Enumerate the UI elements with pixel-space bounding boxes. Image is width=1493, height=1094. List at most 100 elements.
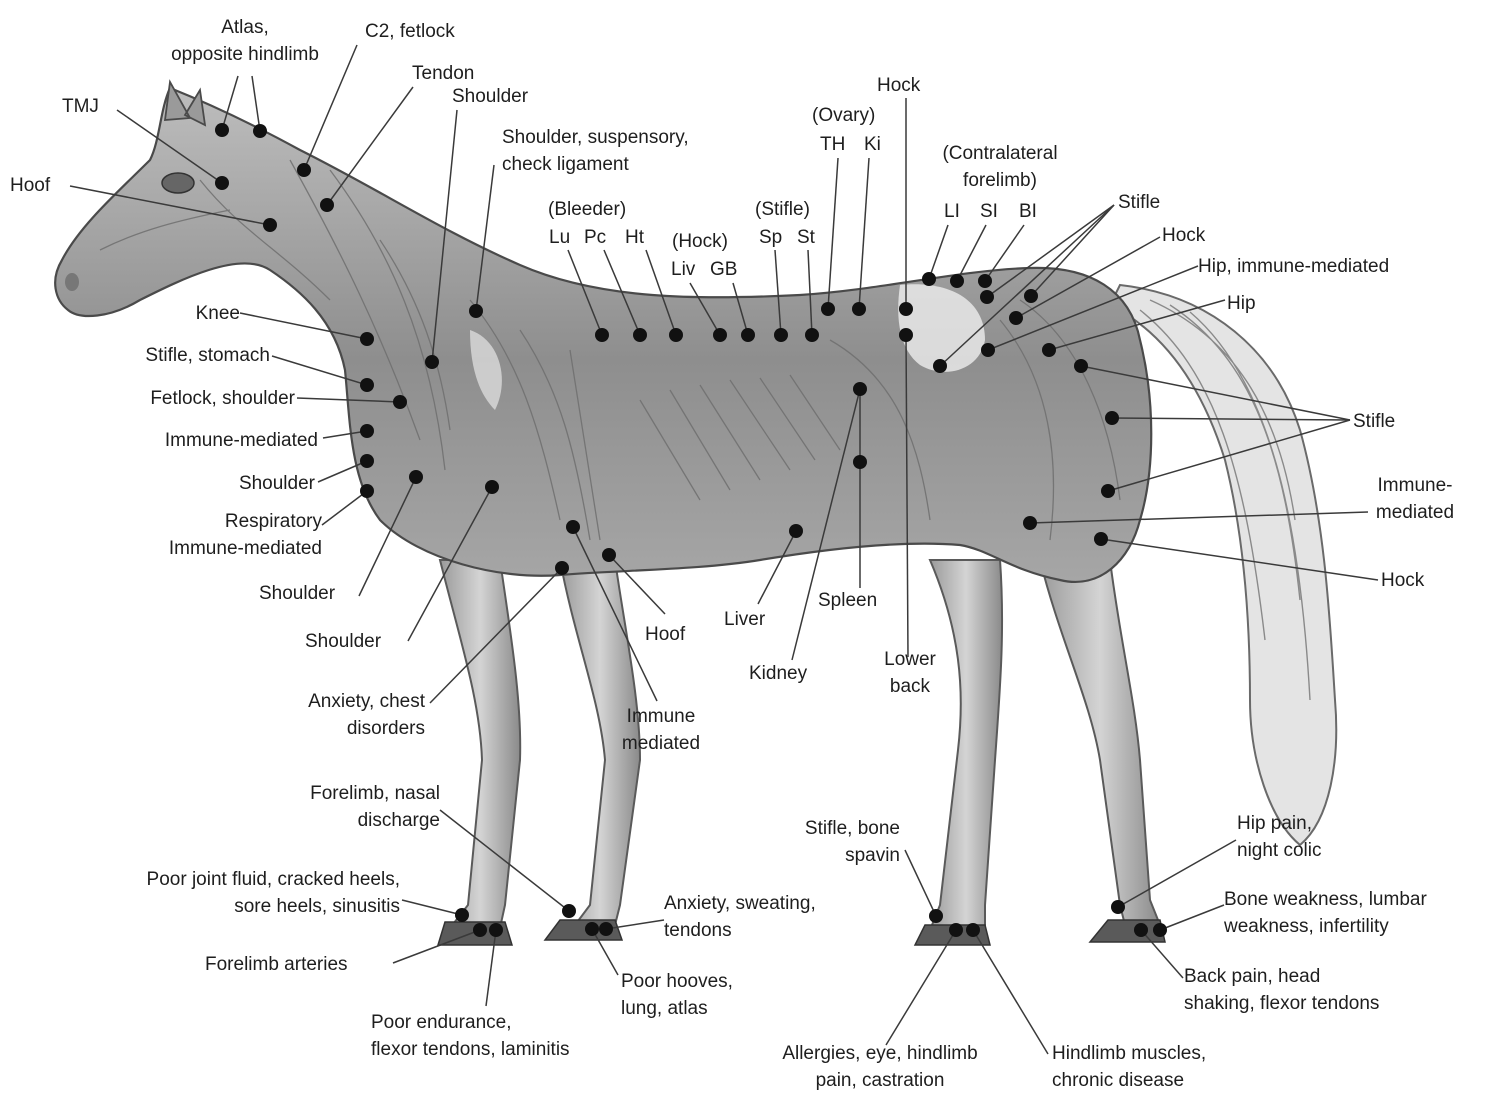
label-anxiety-sweating: Anxiety, sweating, tendons [664, 890, 816, 944]
label-c2-fetlock: C2, fetlock [365, 18, 455, 45]
acupuncture-point [602, 548, 616, 562]
label-shoulder-top: Shoulder [452, 83, 528, 110]
label-hindlimb-muscles: Hindlimb muscles, chronic disease [1052, 1040, 1206, 1094]
acupuncture-point [966, 923, 980, 937]
hind-leg-right [1040, 560, 1160, 925]
label-stifle-mid: Stifle [1353, 408, 1395, 435]
label-contralateral: (Contralateral forelimb) [915, 140, 1085, 194]
acupuncture-point [805, 328, 819, 342]
label-bi: BI [1019, 198, 1037, 225]
label-knee: Knee [100, 300, 240, 327]
label-forelimb-nasal: Forelimb, nasal discharge [240, 780, 440, 834]
label-immune-right: Immune- mediated [1360, 472, 1470, 526]
label-fetlock-shoulder: Fetlock, shoulder [60, 385, 295, 412]
acupuncture-point [713, 328, 727, 342]
label-poor-endurance: Poor endurance, flexor tendons, laminiti… [371, 1009, 570, 1063]
acupuncture-point [485, 480, 499, 494]
acupuncture-point [981, 343, 995, 357]
leader-line [1160, 905, 1224, 930]
acupuncture-point [821, 302, 835, 316]
label-th: TH [820, 131, 845, 158]
label-forelimb-arteries: Forelimb arteries [205, 951, 348, 978]
label-bone-weakness: Bone weakness, lumbar weakness, infertil… [1224, 886, 1427, 940]
label-hoof-mid: Hoof [645, 621, 685, 648]
acupuncture-point [774, 328, 788, 342]
acupuncture-point [320, 198, 334, 212]
leader-line [1101, 539, 1378, 580]
acupuncture-point [1074, 359, 1088, 373]
label-stifle-stomach: Stifle, stomach [60, 342, 270, 369]
label-immune-mid: Immune mediated [600, 703, 722, 757]
acupuncture-point [1094, 532, 1108, 546]
label-hip-immune: Hip, immune-mediated [1198, 253, 1389, 280]
leader-line [905, 850, 936, 916]
acupuncture-point [899, 302, 913, 316]
label-liv: Liv [671, 256, 695, 283]
acupuncture-point [263, 218, 277, 232]
acupuncture-point [360, 424, 374, 438]
label-li: LI [944, 198, 960, 225]
label-gb: GB [710, 256, 737, 283]
leader-line [402, 900, 462, 915]
label-tmj: TMJ [62, 93, 99, 120]
label-pc: Pc [584, 224, 606, 251]
label-ht: Ht [625, 224, 644, 251]
label-hip: Hip [1227, 290, 1256, 317]
leader-line [859, 158, 869, 309]
label-hip-pain: Hip pain, night colic [1237, 810, 1322, 864]
acupuncture-point [297, 163, 311, 177]
acupuncture-point [789, 524, 803, 538]
label-immune-left: Immune-mediated [60, 427, 318, 454]
acupuncture-point [455, 908, 469, 922]
acupuncture-point [469, 304, 483, 318]
label-sp: Sp [759, 224, 782, 251]
acupuncture-point [566, 520, 580, 534]
label-atlas: Atlas, opposite hindlimb [145, 14, 345, 68]
label-lu: Lu [549, 224, 570, 251]
acupuncture-point [1101, 484, 1115, 498]
label-anxiety-chest: Anxiety, chest disorders [220, 688, 425, 742]
label-shoulder-left: Shoulder [160, 470, 315, 497]
acupuncture-point [1024, 289, 1038, 303]
label-ovary: (Ovary) [812, 102, 875, 129]
leader-line [929, 225, 948, 279]
label-back-pain: Back pain, head shaking, flexor tendons [1184, 963, 1379, 1017]
label-stifle-right: Stifle [1118, 189, 1160, 216]
acupuncture-point [409, 470, 423, 484]
acupuncture-point [1023, 516, 1037, 530]
leader-line [973, 930, 1048, 1054]
acupuncture-point [360, 378, 374, 392]
label-shoulder-low2: Shoulder [305, 628, 381, 655]
leader-line [886, 930, 956, 1045]
label-respiratory: Respiratory Immune-mediated [100, 508, 322, 562]
acupuncture-point [360, 454, 374, 468]
acupuncture-point [599, 922, 613, 936]
acupuncture-point [980, 290, 994, 304]
leader-line [828, 158, 838, 309]
label-stifle-paren: (Stifle) [755, 196, 810, 223]
hind-leg-left [930, 560, 1002, 930]
acupuncture-point [669, 328, 683, 342]
acupuncture-point [852, 302, 866, 316]
leader-line [393, 930, 480, 963]
label-hock-top: Hock [877, 72, 920, 99]
acupuncture-point [950, 274, 964, 288]
acupuncture-point [253, 124, 267, 138]
label-hock-paren: (Hock) [672, 228, 728, 255]
label-liver: Liver [724, 606, 765, 633]
fore-leg-left [440, 560, 520, 928]
label-st: St [797, 224, 815, 251]
label-allergies: Allergies, eye, hindlimb pain, castratio… [735, 1040, 1025, 1094]
acupuncture-point [425, 355, 439, 369]
leader-line [252, 76, 260, 131]
label-poor-hooves: Poor hooves, lung, atlas [621, 968, 733, 1022]
acupuncture-point [595, 328, 609, 342]
leader-line [322, 491, 367, 525]
acupuncture-point [1042, 343, 1056, 357]
acupuncture-point [853, 382, 867, 396]
label-lower-back: Lower back [860, 646, 960, 700]
acupuncture-point [633, 328, 647, 342]
label-si: SI [980, 198, 998, 225]
acupuncture-point [473, 923, 487, 937]
label-hoof-head: Hoof [10, 172, 50, 199]
